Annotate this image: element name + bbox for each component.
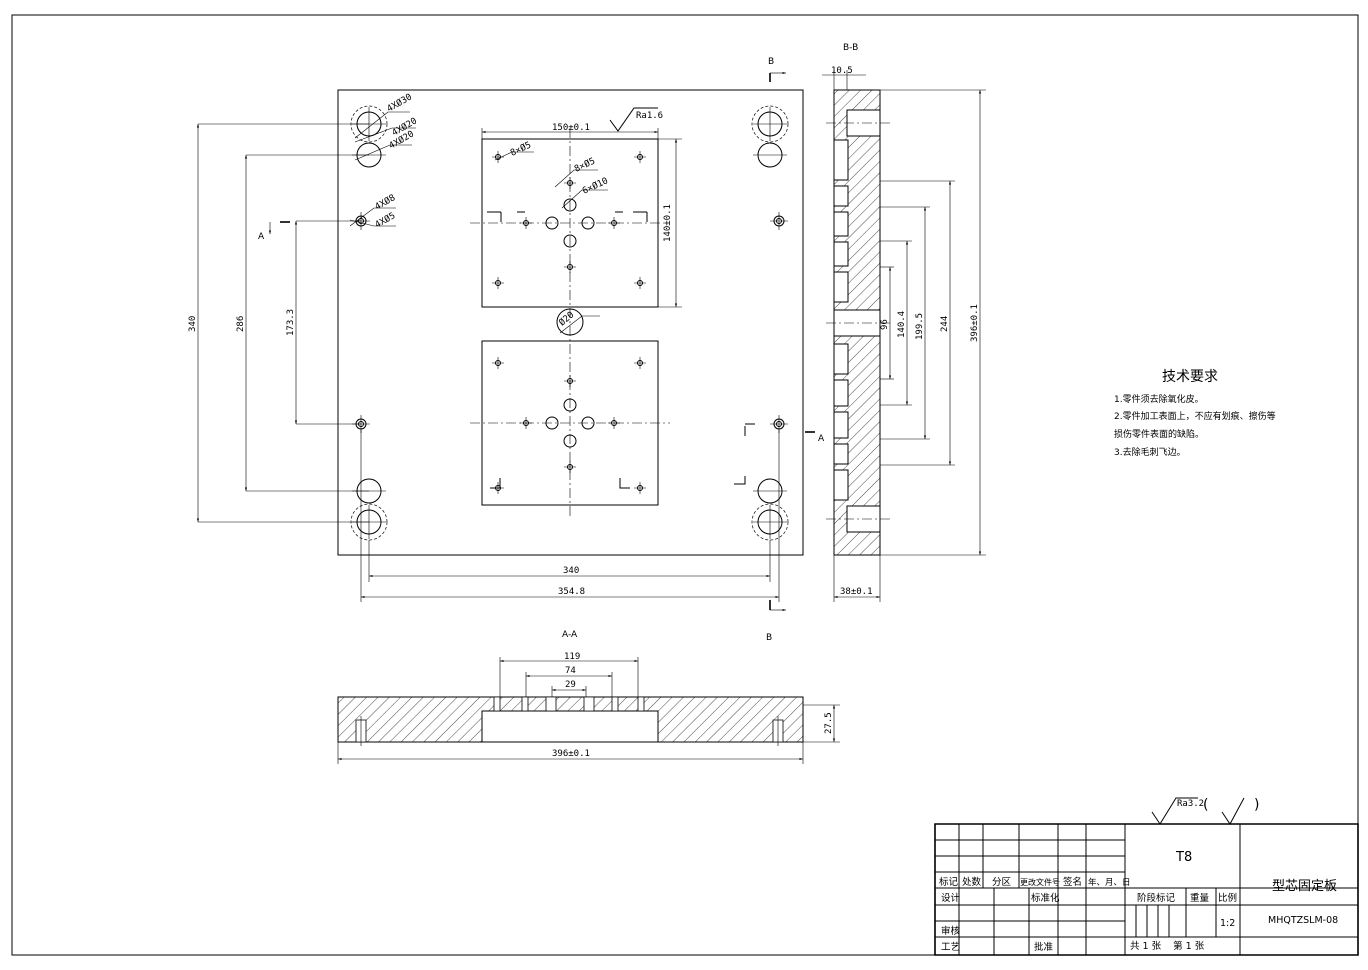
review-label: 审核 [941,925,961,937]
dim-140: 140±0.1 [663,204,673,242]
upper-pocket-holes [487,151,647,289]
ra-3-2: Ra3.2 [1177,799,1204,809]
hdr-sign: 签名 [1063,876,1082,888]
title-block: T8 型芯固定板 MHQTZSLM-08 标记 处数 分区 更改文件号 签名 年… [935,824,1358,955]
dim-4x030: 4XØ30 [385,92,414,115]
sheets: 共 1 张 第 1 张 [1130,940,1205,952]
dim-6x010: 6×Ø10 [581,175,610,196]
cut-a-right: A [818,434,825,444]
dim-4x08: 4XØ8 [373,192,397,212]
hdr-change: 更改文件号 [1020,877,1060,887]
lower-pocket-holes [490,357,646,494]
tech-item-4: 3.去除毛刺飞边。 [1114,446,1186,458]
part-name: 型芯固定板 [1272,879,1337,894]
hdr-count: 处数 [962,876,982,888]
process-label: 工艺 [941,942,960,953]
tech-title: 技术要求 [1162,369,1218,385]
scale-label: 比例 [1218,892,1237,904]
plan-view: 150±0.1 Ra1.6 140±0.1 8×Ø5 8×Ø5 6×Ø10 4X… [188,57,825,643]
roughness-default: Ra3.2 ( ) [1152,797,1259,824]
plate-outline [338,90,803,555]
dim-340-bottom: 340 [563,566,579,576]
aa-title: A-A [562,630,578,640]
tech-item-1: 1.零件须去除氧化皮。 [1114,393,1204,405]
dim-10-5: 10.5 [831,66,853,76]
dim-38: 38±0.1 [840,587,873,597]
dim-340-left: 340 [188,316,198,332]
dim-119: 119 [564,652,580,662]
tech-requirements: 技术要求 1.零件须去除氧化皮。 2.零件加工表面上，不应有划痕、擦伤等 损伤零… [1114,369,1276,458]
cut-a-left: A [258,232,265,242]
section-bb: B-B [822,43,986,602]
approve-label: 批准 [1034,941,1054,953]
stage-mark-label: 阶段标记 [1137,892,1176,904]
dim-354: 354.8 [558,587,585,597]
design-label: 设计 [941,892,961,904]
ra-top: Ra1.6 [636,111,663,121]
tech-item-2: 2.零件加工表面上，不应有划痕、擦伤等 [1114,410,1276,422]
hdr-zone: 分区 [992,877,1012,888]
hdr-mark: 标记 [939,876,959,888]
dim-150: 150±0.1 [552,123,590,133]
dim-140-4: 140.4 [897,311,907,338]
tech-item-3: 损伤零件表面的缺陷。 [1114,428,1204,440]
bb-title: B-B [843,43,858,53]
dim-396-aa: 396±0.1 [552,749,590,759]
leaders [350,112,608,333]
cut-b-top: B [768,57,774,67]
weight-label: 重量 [1190,892,1210,904]
dim-199-5: 199.5 [915,313,925,340]
dim-74: 74 [565,666,576,676]
section-aa: A-A 119 74 2 [338,630,840,764]
dim-8x05b: 8×Ø5 [573,156,597,175]
dim-96: 96 [880,319,890,330]
center-hole [557,309,583,335]
roughness-symbol-top [610,108,658,131]
dim-4x05: 4XØ5 [373,210,397,230]
dim-244: 244 [940,316,950,332]
drawing-border [12,15,1358,955]
dim-27-5: 27.5 [824,712,834,734]
dim-286: 286 [236,316,246,332]
dim-173: 173.3 [286,309,296,336]
dim-8x05: 8×Ø5 [509,140,533,159]
hdr-date: 年、月、日 [1088,877,1131,888]
paren-open: ( [1203,797,1208,813]
material: T8 [1175,850,1192,865]
dim-29: 29 [565,680,576,690]
dim-center-20: Ø20 [557,309,577,328]
scale-value: 1:2 [1220,918,1235,929]
standardize-label: 标准化 [1031,892,1060,904]
drawing-no: MHQTZSLM-08 [1268,915,1338,926]
paren-close: ) [1254,797,1259,813]
dim-396-side: 396±0.1 [970,304,980,342]
cut-b-bottom: B [766,633,772,643]
